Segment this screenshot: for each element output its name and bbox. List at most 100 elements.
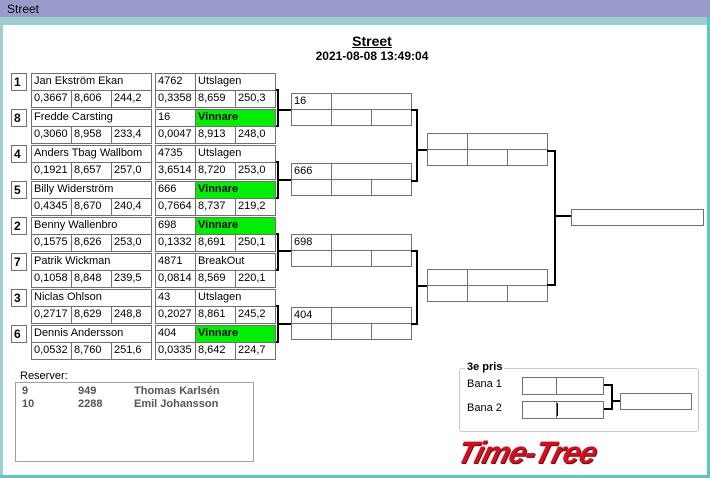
race-number[interactable]: 698: [155, 217, 196, 235]
status-cell[interactable]: BreakOut: [195, 253, 276, 271]
result-stat[interactable]: 8,569: [195, 270, 236, 288]
winner-badge[interactable]: Vinnare: [195, 109, 276, 127]
result-stat[interactable]: 0,0814: [155, 270, 196, 288]
driver-stat[interactable]: 8,657: [71, 162, 112, 180]
sf-status[interactable]: [467, 133, 548, 150]
driver-stat[interactable]: 0,1058: [31, 270, 72, 288]
driver-stat[interactable]: 0,4345: [31, 198, 72, 216]
qf-status[interactable]: [331, 307, 412, 324]
qf-number[interactable]: 404: [291, 307, 332, 324]
result-stat[interactable]: 219,2: [235, 198, 276, 216]
driver-stat[interactable]: 257,0: [111, 162, 152, 180]
winner-badge[interactable]: Vinnare: [195, 325, 276, 343]
driver-stat[interactable]: 0,3667: [31, 90, 72, 108]
driver-stat[interactable]: 0,1575: [31, 234, 72, 252]
third-place-winner[interactable]: [620, 393, 692, 410]
driver-name[interactable]: Niclas Ohlson: [31, 289, 152, 307]
qf-status[interactable]: [331, 163, 412, 180]
qf-stat[interactable]: [331, 250, 372, 267]
result-stat[interactable]: 0,2027: [155, 306, 196, 324]
result-stat[interactable]: 0,0335: [155, 342, 196, 360]
driver-stat[interactable]: 0,0532: [31, 342, 72, 360]
qf-number[interactable]: 16: [291, 93, 332, 110]
final-winner[interactable]: [571, 209, 704, 226]
result-stat[interactable]: 245,2: [235, 306, 276, 324]
qf-stat[interactable]: [371, 250, 412, 267]
driver-name[interactable]: Anders Tbag Wallbom: [31, 145, 152, 163]
result-stat[interactable]: 8,691: [195, 234, 236, 252]
result-stat[interactable]: 253,0: [235, 162, 276, 180]
qf-stat[interactable]: [331, 323, 372, 340]
driver-stat[interactable]: 0,1921: [31, 162, 72, 180]
status-cell[interactable]: Utslagen: [195, 289, 276, 307]
driver-stat[interactable]: 248,8: [111, 306, 152, 324]
qf-status[interactable]: [331, 234, 412, 251]
driver-stat[interactable]: 244,2: [111, 90, 152, 108]
result-stat[interactable]: 8,861: [195, 306, 236, 324]
driver-name[interactable]: Jan Ekström Ekan: [31, 73, 152, 91]
qf-stat[interactable]: [371, 179, 412, 196]
lane1-status[interactable]: [556, 377, 604, 395]
qf-stat[interactable]: [331, 109, 372, 126]
driver-stat[interactable]: 8,760: [71, 342, 112, 360]
result-stat[interactable]: 0,3358: [155, 90, 196, 108]
race-number[interactable]: 4871: [155, 253, 196, 271]
race-number[interactable]: 43: [155, 289, 196, 307]
result-stat[interactable]: 8,737: [195, 198, 236, 216]
driver-stat[interactable]: 8,958: [71, 126, 112, 144]
driver-stat[interactable]: 8,670: [71, 198, 112, 216]
lane2-status[interactable]: [556, 401, 604, 419]
sf-status[interactable]: [467, 269, 548, 286]
race-number[interactable]: 666: [155, 181, 196, 199]
race-number[interactable]: 4735: [155, 145, 196, 163]
driver-stat[interactable]: 0,3060: [31, 126, 72, 144]
qf-stat[interactable]: [331, 179, 372, 196]
driver-stat[interactable]: 8,629: [71, 306, 112, 324]
qf-stat[interactable]: [291, 179, 332, 196]
status-cell[interactable]: Utslagen: [195, 145, 276, 163]
result-stat[interactable]: 250,3: [235, 90, 276, 108]
sf-stat[interactable]: [467, 285, 508, 302]
winner-badge[interactable]: Vinnare: [195, 181, 276, 199]
result-stat[interactable]: 8,642: [195, 342, 236, 360]
qf-stat[interactable]: [371, 323, 412, 340]
driver-stat[interactable]: 240,4: [111, 198, 152, 216]
status-cell[interactable]: Utslagen: [195, 73, 276, 91]
driver-stat[interactable]: 8,606: [71, 90, 112, 108]
result-stat[interactable]: 224,7: [235, 342, 276, 360]
race-number[interactable]: 404: [155, 325, 196, 343]
result-stat[interactable]: 8,720: [195, 162, 236, 180]
result-stat[interactable]: 248,0: [235, 126, 276, 144]
result-stat[interactable]: 8,659: [195, 90, 236, 108]
driver-name[interactable]: Patrik Wickman: [31, 253, 152, 271]
sf-stat[interactable]: [427, 285, 468, 302]
race-number[interactable]: 16: [155, 109, 196, 127]
result-stat[interactable]: 0,1332: [155, 234, 196, 252]
result-stat[interactable]: 8,913: [195, 126, 236, 144]
sf-stat[interactable]: [507, 285, 548, 302]
qf-stat[interactable]: [291, 250, 332, 267]
qf-status[interactable]: [331, 93, 412, 110]
driver-stat[interactable]: 239,5: [111, 270, 152, 288]
race-number[interactable]: 4762: [155, 73, 196, 91]
driver-stat[interactable]: 251,6: [111, 342, 152, 360]
winner-badge[interactable]: Vinnare: [195, 217, 276, 235]
qf-stat[interactable]: [371, 109, 412, 126]
sf-stat[interactable]: [507, 149, 548, 166]
driver-name[interactable]: Fredde Carsting: [31, 109, 152, 127]
lane2-number[interactable]: [522, 401, 557, 419]
reserves-list[interactable]: 9 949 Thomas Karlsén 10 2288 Emil Johans…: [15, 382, 254, 462]
driver-stat[interactable]: 8,848: [71, 270, 112, 288]
lane1-number[interactable]: [522, 377, 557, 395]
result-stat[interactable]: 3,6514: [155, 162, 196, 180]
result-stat[interactable]: 250,1: [235, 234, 276, 252]
sf-number[interactable]: [427, 133, 468, 150]
qf-stat[interactable]: [291, 323, 332, 340]
sf-stat[interactable]: [467, 149, 508, 166]
driver-name[interactable]: Benny Wallenbro: [31, 217, 152, 235]
sf-stat[interactable]: [427, 149, 468, 166]
result-stat[interactable]: 0,0047: [155, 126, 196, 144]
result-stat[interactable]: 220,1: [235, 270, 276, 288]
driver-name[interactable]: Dennis Andersson: [31, 325, 152, 343]
qf-number[interactable]: 698: [291, 234, 332, 251]
